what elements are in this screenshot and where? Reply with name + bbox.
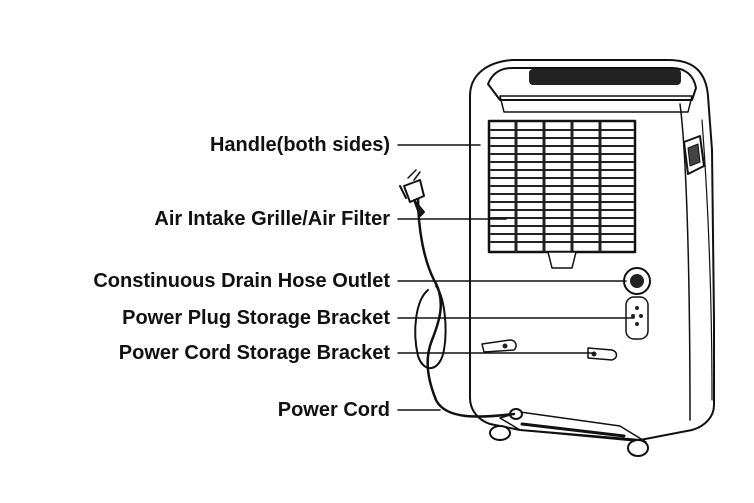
grille-slats	[490, 129, 634, 243]
unit-body	[469, 59, 715, 441]
top-handle-slot	[499, 95, 693, 113]
side-contour	[679, 103, 691, 421]
callout-cord-bracket: Power Cord Storage Bracket	[118, 342, 390, 364]
cord-loop	[414, 285, 447, 369]
side-handle-inner	[687, 143, 701, 167]
power-plug	[399, 169, 425, 217]
power-cord	[416, 194, 516, 418]
cord-bracket-left	[481, 339, 517, 353]
leader-lines	[397, 144, 635, 411]
callout-drain-outlet: Constinuous Drain Hose Outlet	[93, 270, 390, 292]
callout-plug-bracket: Power Plug Storage Bracket	[122, 307, 390, 329]
top-vent	[529, 69, 681, 85]
plug-bracket-holes	[631, 306, 643, 326]
drain-outlet-inner	[630, 274, 644, 288]
base-bar	[520, 422, 626, 438]
side-edge	[701, 119, 713, 401]
wheel-front-left	[489, 425, 511, 441]
callout-power-cord: Power Cord	[277, 399, 390, 421]
callout-air-intake: Air Intake Grille/Air Filter	[154, 208, 390, 230]
wheel-front-right	[627, 439, 649, 457]
top-panel	[487, 67, 697, 101]
cord-bracket-right	[587, 347, 618, 361]
grille-ribs	[514, 120, 602, 253]
callout-handle: Handle(both sides)	[209, 134, 390, 156]
filter-tab	[547, 251, 577, 269]
